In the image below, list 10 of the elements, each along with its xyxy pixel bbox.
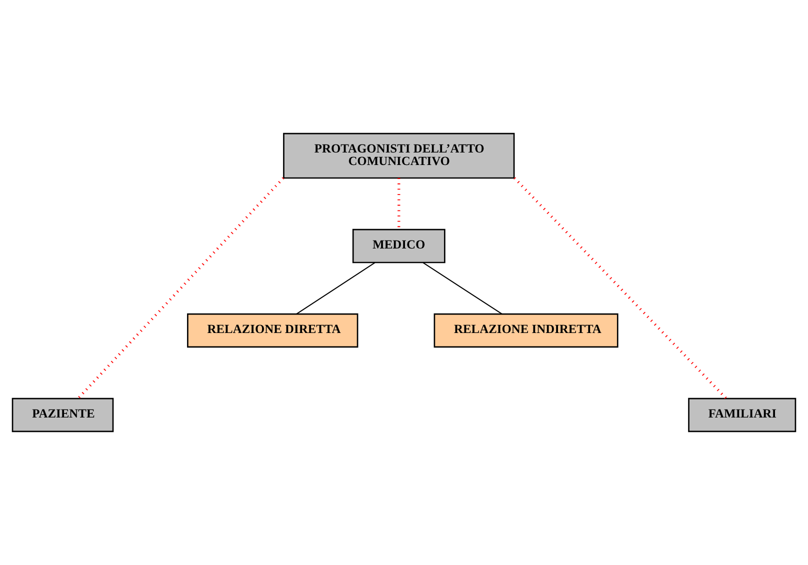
node-box: RELAZIONE INDIRETTA <box>434 313 618 348</box>
connector <box>422 262 502 314</box>
node-box: RELAZIONE DIRETTA <box>187 313 358 348</box>
connector <box>296 262 376 314</box>
connector <box>77 177 284 400</box>
node-box: MEDICO <box>352 228 446 264</box>
node-box: PAZIENTE <box>12 398 114 432</box>
node-box: FAMILIARI <box>688 398 796 432</box>
connector <box>514 177 728 400</box>
node-box: PROTAGONISTI DELL’ATTO COMUNICATIVO <box>283 132 515 179</box>
